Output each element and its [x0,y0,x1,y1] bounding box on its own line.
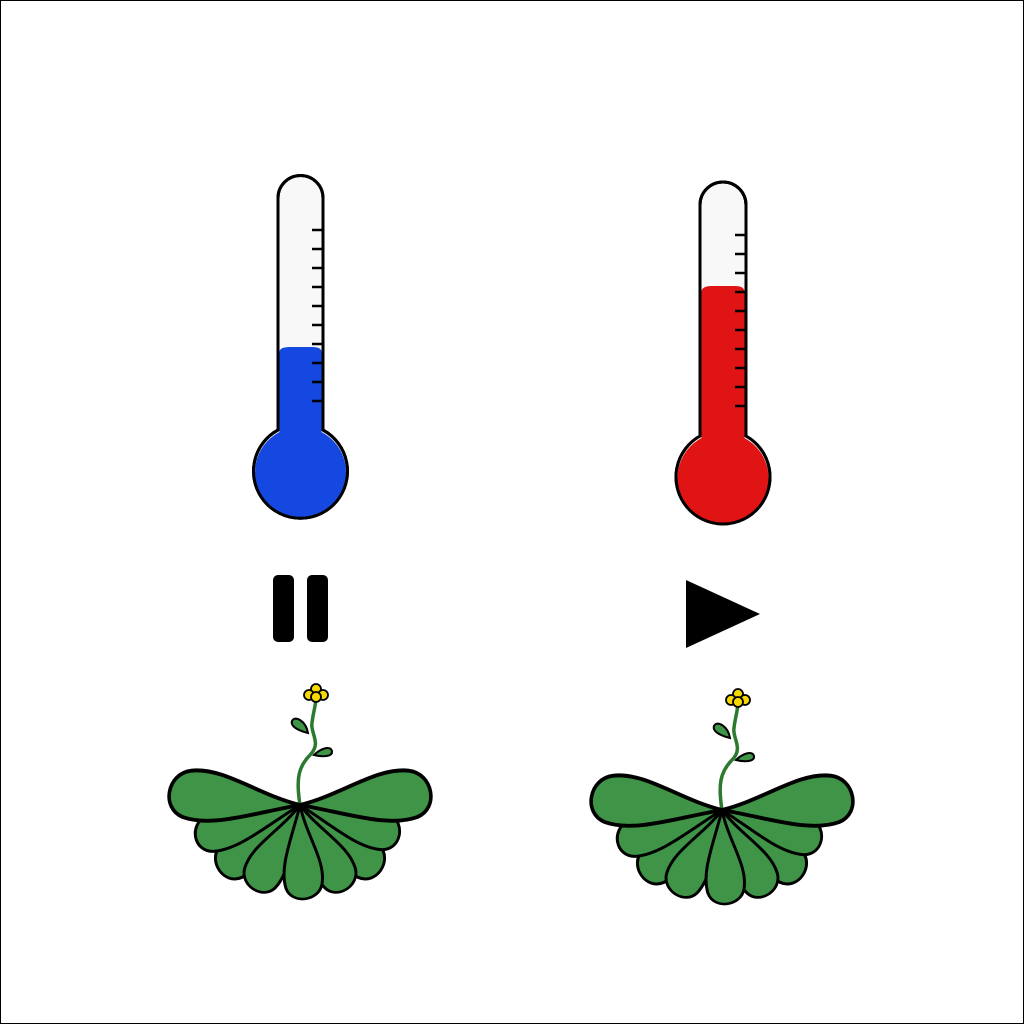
thermometer-cold-icon [252,174,349,520]
thermometer-hot-icon [674,180,772,526]
flowering-plant-icon [168,684,432,899]
flowering-plant-icon [590,689,854,904]
play-icon [686,580,760,648]
pause-icon [273,575,328,642]
